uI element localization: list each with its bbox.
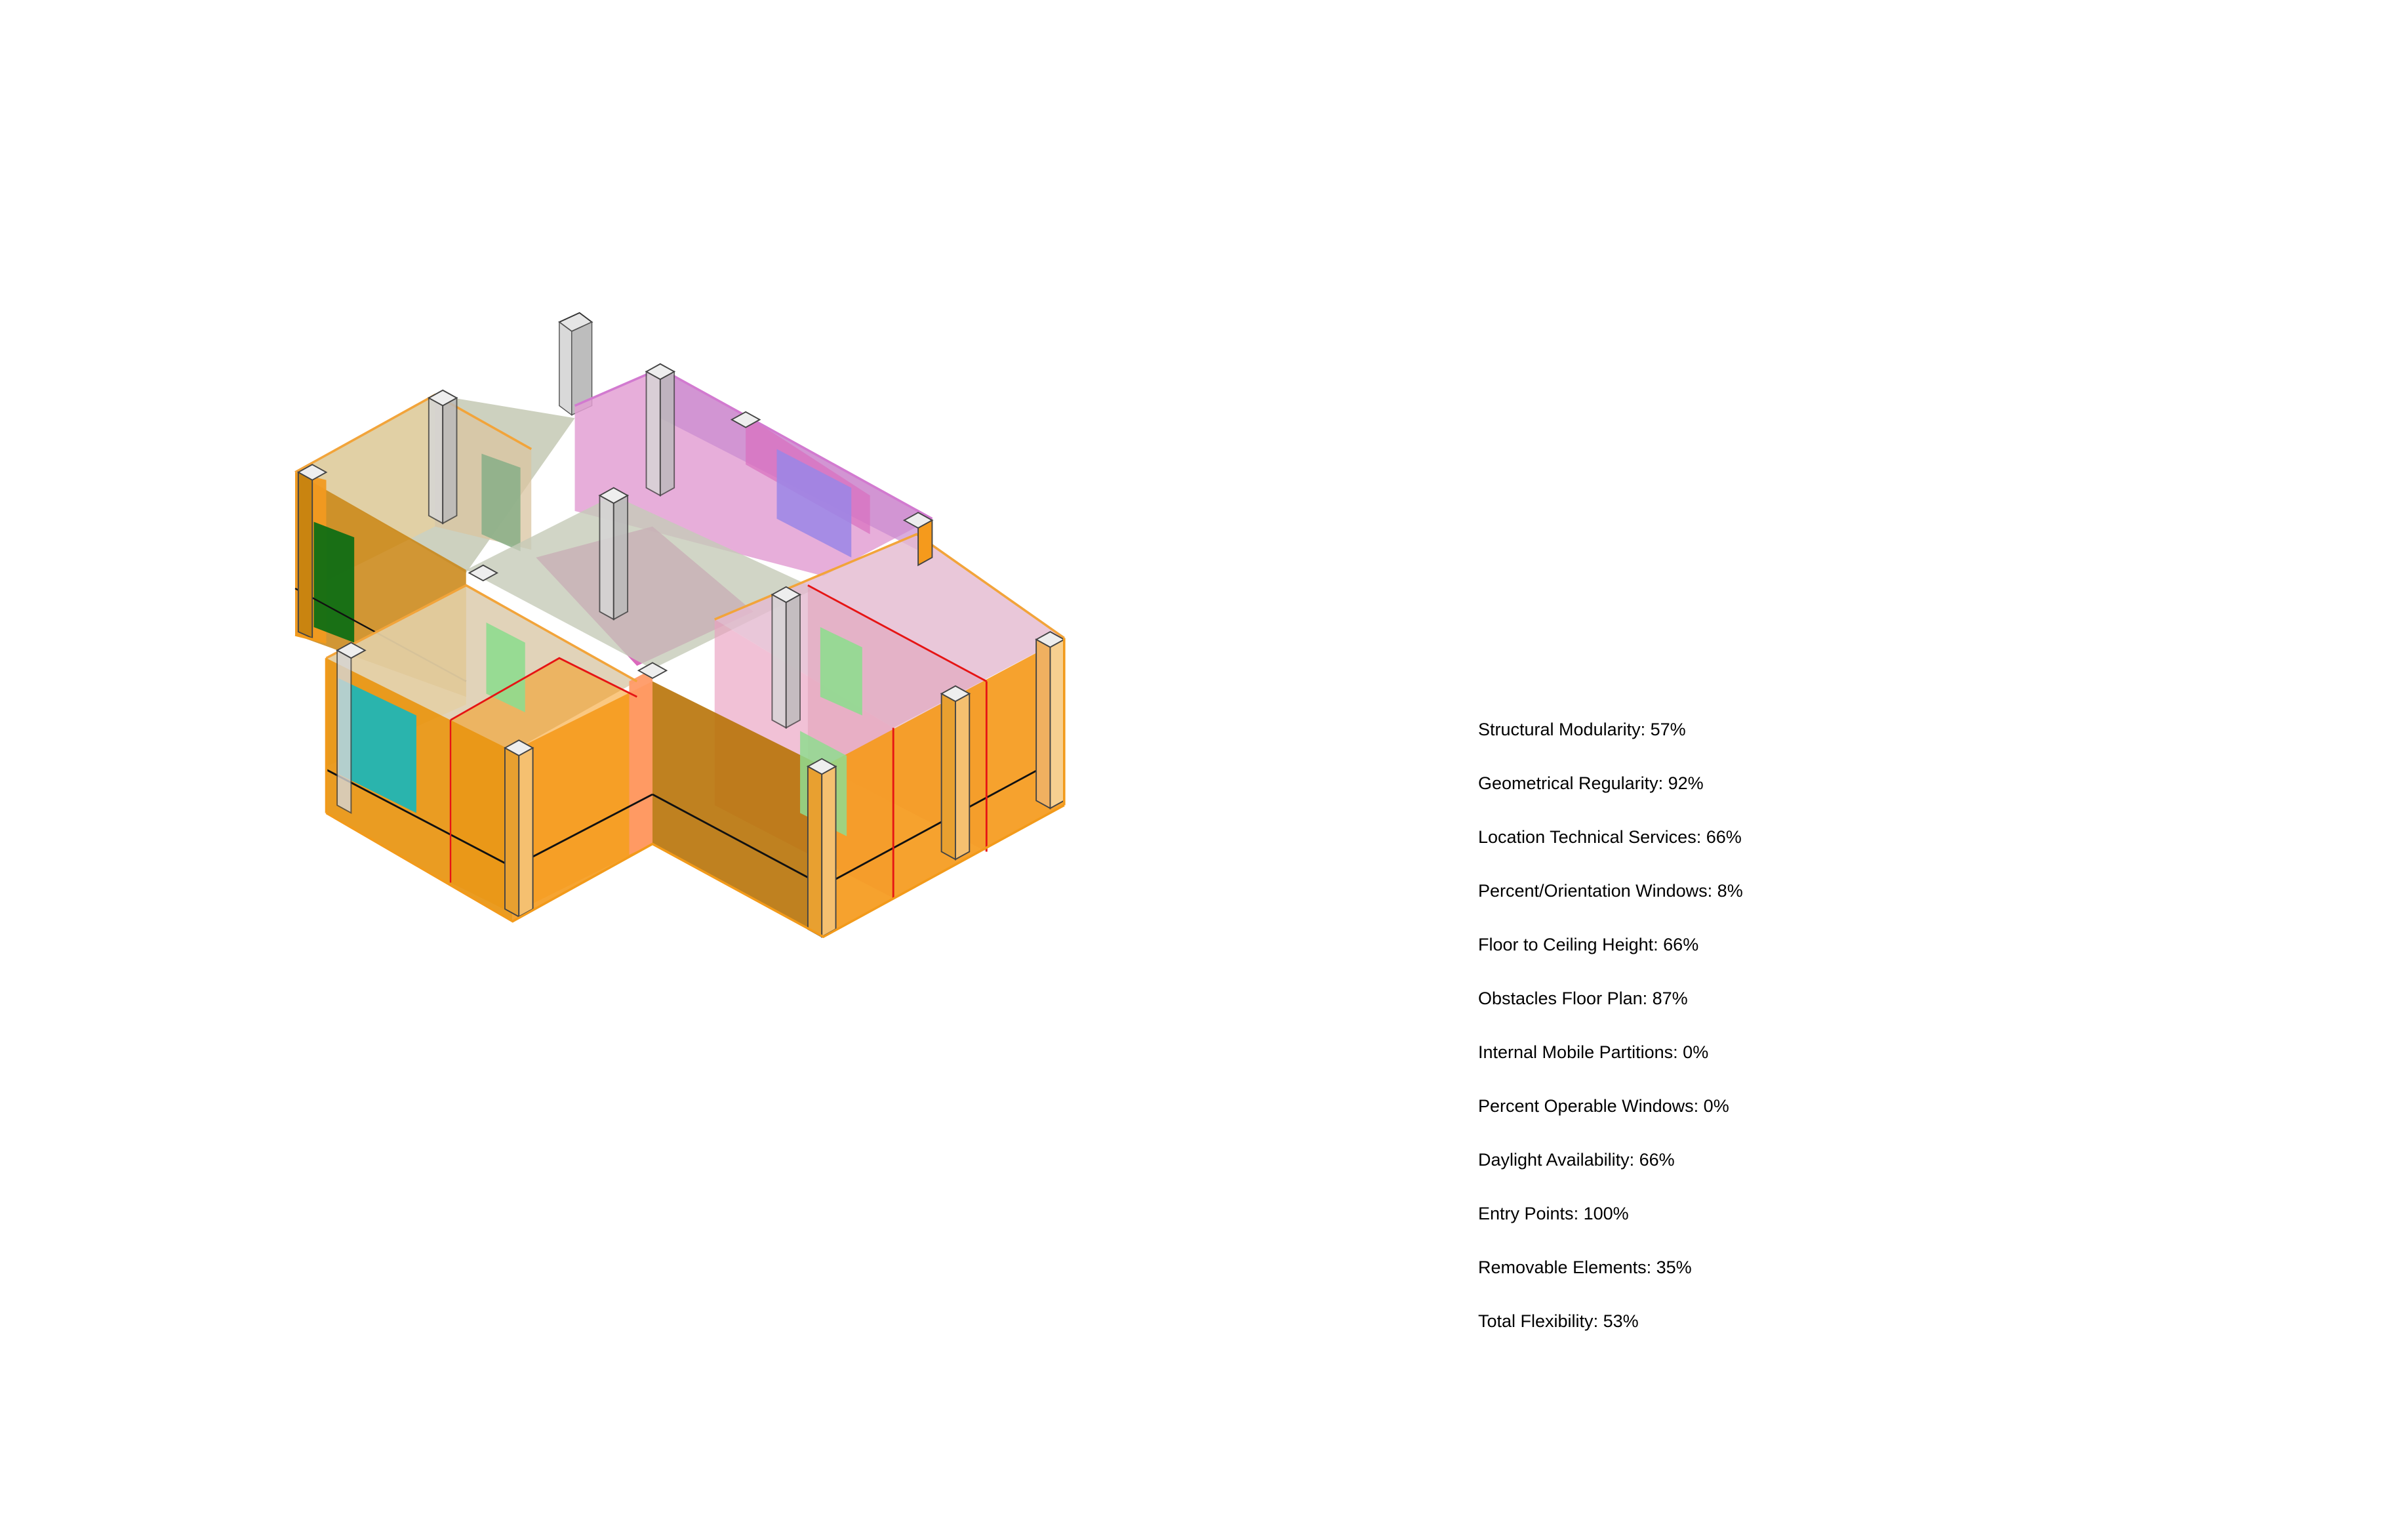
left-wing-door	[481, 453, 521, 552]
right-wing-front-left-wall	[652, 681, 824, 937]
metric-obstacles-floor-plan: Obstacles Floor Plan: 87%	[1478, 989, 1688, 1008]
column	[598, 487, 630, 621]
metric-value: 100%	[1583, 1204, 1629, 1223]
column	[468, 564, 499, 582]
metric-label: Location Technical Services	[1478, 827, 1696, 847]
metric-value: 35%	[1656, 1257, 1692, 1277]
metric-label: Percent Operable Windows	[1478, 1096, 1694, 1116]
pink-room-window	[776, 449, 852, 558]
metric-value: 57%	[1650, 720, 1686, 739]
structural-columns	[296, 363, 1066, 938]
front-left-door	[486, 622, 525, 712]
metric-value: 66%	[1639, 1150, 1675, 1170]
front-left-wing	[325, 584, 653, 922]
metric-label: Daylight Availability	[1478, 1150, 1630, 1170]
column	[1035, 631, 1066, 809]
metric-geometrical-regularity: Geometrical Regularity: 92%	[1478, 773, 1704, 793]
metric-internal-mobile-partitions: Internal Mobile Partitions: 0%	[1478, 1042, 1709, 1062]
metric-daylight-availability: Daylight Availability: 66%	[1478, 1150, 1675, 1170]
metric-entry-points: Entry Points: 100%	[1478, 1204, 1629, 1223]
metric-structural-modularity: Structural Modularity: 57%	[1478, 720, 1686, 739]
metric-label: Entry Points	[1478, 1204, 1574, 1223]
metric-label: Percent/Orientation Windows	[1478, 881, 1708, 901]
flexibility-metrics-list: Structural Modularity: 57% Geometrical R…	[1478, 719, 1743, 1364]
metric-value: 66%	[1663, 935, 1699, 954]
metric-label: Total Flexibility	[1478, 1311, 1594, 1331]
building-model	[294, 312, 1066, 939]
left-wing-window	[313, 521, 355, 643]
metric-label: Removable Elements	[1478, 1257, 1647, 1277]
column	[771, 586, 802, 729]
metric-percent-orientation-windows: Percent/Orientation Windows: 8%	[1478, 881, 1743, 901]
column	[637, 662, 668, 680]
column	[902, 512, 934, 567]
column	[503, 739, 534, 918]
teal-window	[338, 678, 416, 813]
column	[427, 389, 458, 525]
metric-label: Internal Mobile Partitions	[1478, 1042, 1674, 1062]
metric-value: 87%	[1652, 989, 1688, 1008]
metric-location-technical-services: Location Technical Services: 66%	[1478, 827, 1742, 847]
metric-value: 66%	[1706, 827, 1742, 847]
outline-edges	[294, 634, 1066, 939]
column	[645, 363, 676, 497]
metric-value: 53%	[1603, 1311, 1639, 1331]
right-wing-door	[820, 627, 862, 716]
metric-label: Floor to Ceiling Height	[1478, 935, 1654, 954]
chimney-column	[558, 312, 593, 417]
metric-value: 0%	[1683, 1042, 1709, 1062]
metric-percent-operable-windows: Percent Operable Windows: 0%	[1478, 1096, 1729, 1116]
metric-label: Structural Modularity	[1478, 720, 1641, 739]
metric-label: Geometrical Regularity	[1478, 773, 1658, 793]
metric-value: 0%	[1703, 1096, 1729, 1116]
metric-floor-to-ceiling-height: Floor to Ceiling Height: 66%	[1478, 935, 1699, 954]
metric-removable-elements: Removable Elements: 35%	[1478, 1257, 1692, 1277]
metric-value: 92%	[1668, 773, 1704, 793]
column	[806, 758, 837, 938]
column	[730, 411, 761, 428]
metric-label: Obstacles Floor Plan	[1478, 989, 1643, 1008]
column	[336, 642, 367, 814]
column	[940, 685, 971, 861]
metric-total-flexibility: Total Flexibility: 53%	[1478, 1311, 1639, 1331]
metric-value: 8%	[1717, 881, 1743, 901]
column	[296, 464, 328, 640]
